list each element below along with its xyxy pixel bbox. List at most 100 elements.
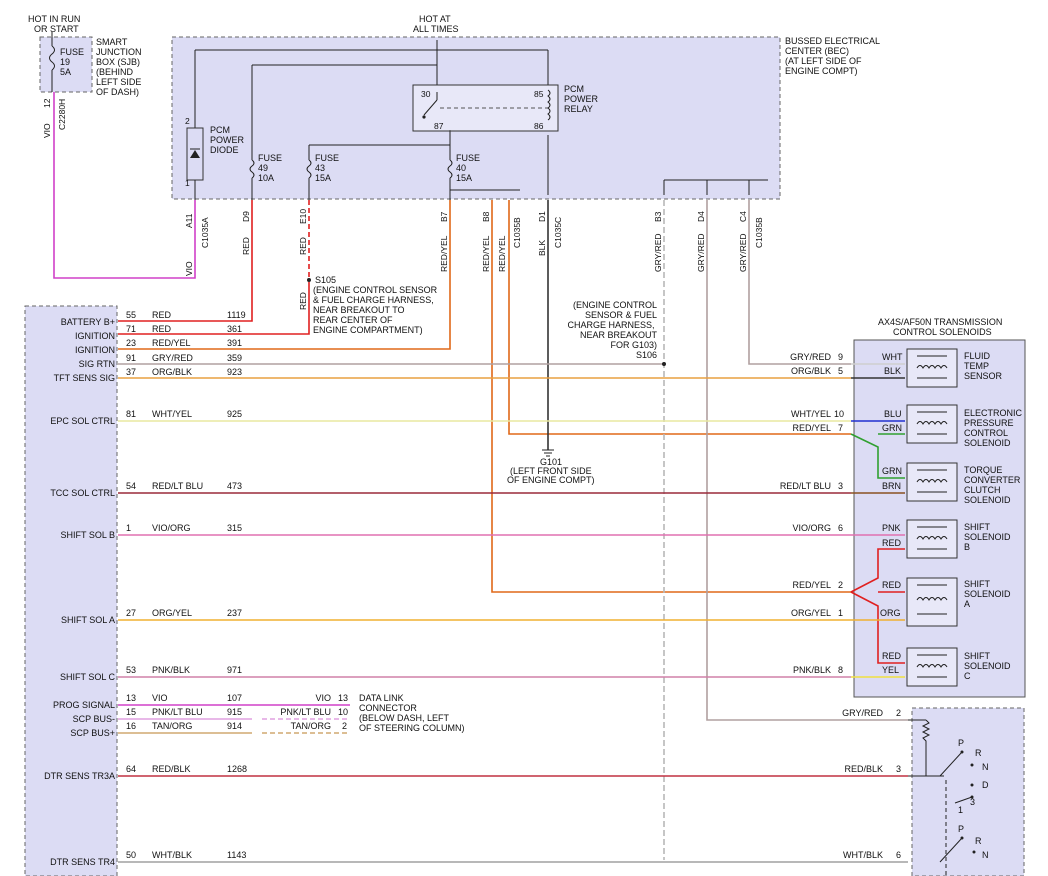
svg-text:SIG RTN: SIG RTN xyxy=(79,359,115,369)
svg-text:ORG/YEL: ORG/YEL xyxy=(791,608,831,618)
svg-text:BLK: BLK xyxy=(537,240,547,256)
pcm-row-wires: RED RED RED/YEL GRY/RED ORG/BLK WHT/YEL … xyxy=(152,310,203,860)
svg-text:RED/YEL: RED/YEL xyxy=(481,235,491,272)
svg-text:15: 15 xyxy=(126,707,136,717)
svg-text:RED/YEL: RED/YEL xyxy=(792,580,831,590)
epc-solenoid-icon xyxy=(906,404,958,444)
relay-pin-85: 85 xyxy=(534,89,544,99)
svg-text:1268: 1268 xyxy=(227,764,247,774)
svg-text:10: 10 xyxy=(338,707,348,717)
svg-text:3: 3 xyxy=(970,797,975,807)
svg-text:10: 10 xyxy=(834,409,844,419)
svg-text:1: 1 xyxy=(958,805,963,815)
svg-text:ORG: ORG xyxy=(880,608,901,618)
svg-text:RED: RED xyxy=(298,292,308,310)
relay-pin-30: 30 xyxy=(421,89,431,99)
svg-text:7: 7 xyxy=(838,423,843,433)
svg-text:C4: C4 xyxy=(738,211,748,222)
svg-text:RED/YEL: RED/YEL xyxy=(439,235,449,272)
shift-solenoid-b-icon xyxy=(906,519,958,559)
svg-text:71: 71 xyxy=(126,324,136,334)
svg-text:PNK/LT BLU: PNK/LT BLU xyxy=(152,707,203,717)
pcm-rows: BATTERY B+ IGNITION IGNITION SIG RTN TFT… xyxy=(44,317,115,867)
svg-text:GRY/RED: GRY/RED xyxy=(653,233,663,272)
pcm-row-pins: 55 71 23 91 37 81 54 1 27 53 13 15 16 64… xyxy=(126,310,136,860)
svg-text:2: 2 xyxy=(838,580,843,590)
svg-text:BLK: BLK xyxy=(884,366,901,376)
bec-box xyxy=(171,36,781,200)
svg-text:PNK/BLK: PNK/BLK xyxy=(793,665,831,675)
pcm-pin-labels: A11 C1035A VIO D9 RED E10 RED RED B7 RED… xyxy=(184,209,764,310)
splice-s106-dot xyxy=(662,362,666,366)
svg-text:C1035B: C1035B xyxy=(512,217,522,248)
svg-text:B7: B7 xyxy=(439,211,449,222)
svg-text:391: 391 xyxy=(227,338,242,348)
svg-text:925: 925 xyxy=(227,409,242,419)
svg-text:9: 9 xyxy=(838,352,843,362)
wire-red-s105 xyxy=(118,282,310,335)
svg-text:55: 55 xyxy=(126,310,136,320)
svg-text:WHT/BLK: WHT/BLK xyxy=(843,850,883,860)
pcm-row-circuits: 1119 361 391 359 923 925 473 315 237 971… xyxy=(227,310,247,860)
pcm-power-relay-icon xyxy=(412,84,559,132)
diode-pin-2: 2 xyxy=(185,116,190,126)
svg-text:BRN: BRN xyxy=(882,481,901,491)
svg-text:237: 237 xyxy=(227,608,242,618)
svg-text:WHT/YEL: WHT/YEL xyxy=(791,409,831,419)
svg-text:SHIFT SOL A: SHIFT SOL A xyxy=(61,615,115,625)
svg-text:VIO: VIO xyxy=(184,261,194,276)
ground-g101-icon xyxy=(542,449,554,457)
svg-text:315: 315 xyxy=(227,523,242,533)
svg-text:GRY/RED: GRY/RED xyxy=(152,353,193,363)
svg-text:GRY/RED: GRY/RED xyxy=(738,233,748,272)
svg-text:RED/BLK: RED/BLK xyxy=(152,764,191,774)
svg-text:EPC SOL CTRL: EPC SOL CTRL xyxy=(50,416,115,426)
svg-text:GRY/RED: GRY/RED xyxy=(842,708,883,718)
sjb-connector: C2280H xyxy=(57,99,67,130)
sjb-wire-color: VIO xyxy=(42,123,52,138)
svg-text:DTR SENS TR3A: DTR SENS TR3A xyxy=(44,771,115,781)
svg-text:RED/LT BLU: RED/LT BLU xyxy=(152,481,203,491)
svg-text:6: 6 xyxy=(896,850,901,860)
svg-text:473: 473 xyxy=(227,481,242,491)
svg-text:WHT/BLK: WHT/BLK xyxy=(152,850,192,860)
svg-text:359: 359 xyxy=(227,353,242,363)
svg-text:SHIFT SOL B: SHIFT SOL B xyxy=(60,530,115,540)
wire-redyel-c1035b xyxy=(508,200,851,435)
wire-gryred-d4 xyxy=(706,200,851,721)
svg-text:GRY/RED: GRY/RED xyxy=(696,233,706,272)
svg-text:N: N xyxy=(982,762,989,772)
svg-text:3: 3 xyxy=(896,764,901,774)
fluid-temp-sensor-icon xyxy=(906,348,958,388)
wire-vio-sjb xyxy=(53,92,196,279)
svg-text:A11: A11 xyxy=(184,213,194,228)
svg-text:RED/YEL: RED/YEL xyxy=(497,235,507,272)
svg-text:PNK: PNK xyxy=(882,523,901,533)
solenoid-internal-labels: WHT BLK BLU GRN GRN BRN PNK RED RED ORG … xyxy=(880,352,903,675)
svg-text:2: 2 xyxy=(896,708,901,718)
svg-text:VIO/ORG: VIO/ORG xyxy=(152,523,191,533)
svg-text:SHIFT SOL C: SHIFT SOL C xyxy=(60,672,116,682)
svg-text:E10: E10 xyxy=(298,209,308,224)
svg-text:RED: RED xyxy=(882,538,902,548)
svg-text:P: P xyxy=(958,738,964,748)
svg-text:SCP BUS+: SCP BUS+ xyxy=(70,728,115,738)
s105-label: S105(ENGINE CONTROL SENSOR& FUEL CHARGE … xyxy=(313,275,438,335)
svg-text:2: 2 xyxy=(342,721,347,731)
svg-text:ORG/YEL: ORG/YEL xyxy=(152,608,192,618)
dlc-rows: VIO 13 PNK/LT BLU 10 TAN/ORG 2 xyxy=(280,693,348,731)
